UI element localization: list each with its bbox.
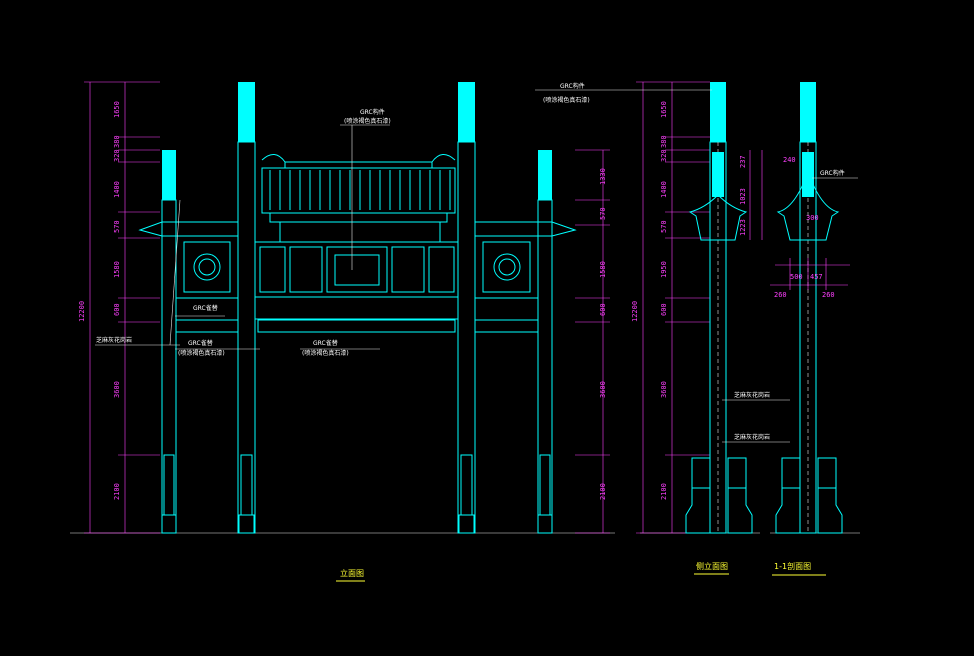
front-rdim-6: 2100 [599,483,607,500]
side-note-granite-2: 芝麻灰花岗岩 [734,433,770,441]
side-dim-3: 320 [660,149,668,162]
front-rdim-4: 600 [599,303,607,316]
front-post-right-side [537,150,553,534]
side-note-grc-sub: (喷涂褐色真石漆) [543,96,590,104]
front-note-grc-left: GRC雀替 [193,304,218,312]
front-elevation: 1650 380 320 1400 570 1580 600 3600 2100… [70,81,615,582]
section-dim-2: 300 [806,214,819,222]
front-dim-1: 1650 [113,101,121,118]
side-title: 侧立面图 [696,561,728,571]
front-post-left-side [161,150,177,534]
front-dim-3: 320 [113,149,121,162]
front-note-grc-sub: (喷涂褐色真石漆) [344,117,391,125]
front-post-right-main [457,82,476,534]
side-note-grc: GRC构件 [560,82,585,90]
front-side-span-left [138,221,239,333]
section-title: 1-1剖面图 [774,561,811,571]
side-post-short [712,152,724,197]
front-dim-7: 600 [113,303,121,316]
section-base [775,457,843,534]
side-roof-dim-3: 1223 [739,219,747,236]
front-note-grc-left2: GRC雀替 [188,339,213,347]
side-post-tall [709,82,727,534]
front-title: 立面图 [340,568,364,578]
side-dim-2: 380 [660,135,668,148]
front-dim-6: 1580 [113,261,121,278]
section-roof [776,170,840,241]
front-dim-2: 380 [113,135,121,148]
side-elevation: 1650 380 320 1400 570 1950 600 3600 2100… [535,81,790,575]
front-annotations: GRC构件 (喷涂褐色真石漆) 芝麻灰花岗岩 GRC雀替 GRC雀替 (喷涂褐色… [95,108,391,357]
front-rdim-5: 3600 [599,381,607,398]
side-base [685,457,753,534]
front-rdim-3: 1580 [599,261,607,278]
front-dim-total: 12200 [78,301,86,322]
side-note-granite-1: 芝麻灰花岗岩 [734,391,770,399]
side-dim-5: 570 [660,220,668,233]
front-note-rail-left: 芝麻灰花岗岩 [96,336,132,344]
front-note-grc-mid: GRC雀替 [313,339,338,347]
side-dim-4: 1400 [660,181,668,198]
front-note-grc-left2-sub: (喷涂褐色真石漆) [178,349,225,357]
section-dim-3: 500 [790,273,803,281]
section-post [799,82,817,534]
side-annotations: GRC构件 (喷涂褐色真石漆) 芝麻灰花岗岩 芝麻灰花岗岩 [535,82,790,443]
front-rdim-1: 1330 [599,168,607,185]
front-dim-9: 2100 [113,483,121,500]
front-dim-8: 3600 [113,381,121,398]
side-dim-8: 3600 [660,381,668,398]
side-roof-dim-2: 1023 [739,188,747,205]
section-note-grc: GRC构件 [820,169,845,177]
front-central-panel [254,241,459,333]
side-roof-dim-1: 237 [739,155,747,168]
side-dim-total: 12200 [631,301,639,322]
side-dim-6: 1950 [660,261,668,278]
side-dim-9: 2100 [660,483,668,500]
front-central-roof [261,154,456,243]
front-note-grc-mid-sub: (喷涂褐色真石漆) [302,349,349,357]
section-dim-4: 457 [810,273,823,281]
front-dim-5: 570 [113,220,121,233]
side-dim-7: 600 [660,303,668,316]
front-side-span-right [474,221,577,333]
section-1-1: 240 300 500 457 260 260 GRC构件 1-1剖面图 [770,82,860,576]
front-note-grc: GRC构件 [360,108,385,116]
side-dim-1: 1650 [660,101,668,118]
front-dim-4: 1400 [113,181,121,198]
section-dim-1: 240 [783,156,796,164]
front-rdim-2: 570 [599,207,607,220]
front-post-left-main [237,82,256,534]
side-roof [688,194,748,241]
section-dim-6: 260 [822,291,835,299]
section-dim-5: 260 [774,291,787,299]
